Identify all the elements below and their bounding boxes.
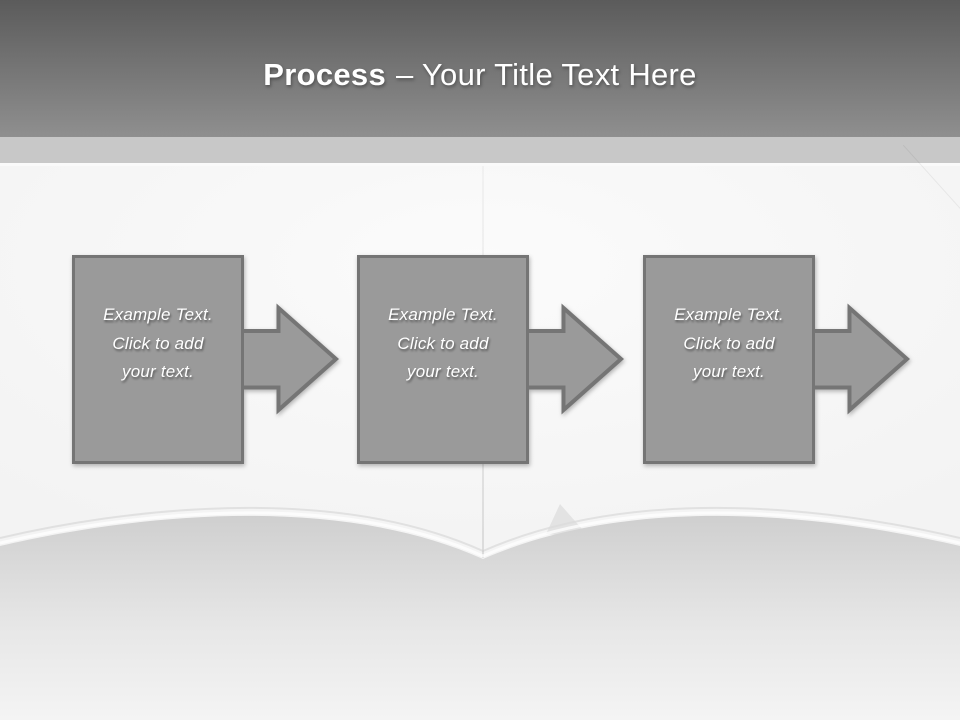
placeholder-line: Example Text.	[388, 305, 498, 324]
step-2-text-placeholder[interactable]: Example Text. Click to add your text.	[367, 301, 519, 387]
arrow-right-shape[interactable]	[806, 303, 911, 415]
placeholder-line: Click to add	[397, 333, 489, 353]
step-1-text-placeholder[interactable]: Example Text. Click to add your text.	[82, 301, 234, 387]
step-2-shape	[357, 255, 625, 464]
page-surface	[0, 515, 960, 720]
header-divider-strip	[0, 137, 960, 166]
placeholder-line: your text.	[407, 362, 479, 381]
placeholder-line: Example Text.	[674, 305, 784, 324]
process-step-2[interactable]: Example Text. Click to add your text.	[357, 255, 627, 470]
placeholder-line: your text.	[693, 362, 765, 381]
placeholder-line: Example Text.	[103, 305, 213, 324]
title-bar: Process– Your Title Text Here	[0, 0, 960, 137]
placeholder-line: Click to add	[683, 333, 775, 353]
step-box-shape[interactable]	[72, 255, 244, 464]
under-page-edge-curve	[0, 506, 960, 553]
process-step-1[interactable]: Example Text. Click to add your text.	[72, 255, 342, 470]
step-3-shape	[643, 255, 911, 464]
arrow-right-shape[interactable]	[520, 303, 625, 415]
step-3-text-placeholder[interactable]: Example Text. Click to add your text.	[653, 301, 805, 387]
process-step-3[interactable]: Example Text. Click to add your text.	[643, 255, 913, 470]
step-box-shape[interactable]	[357, 255, 529, 464]
slide-title-keyword: Process	[263, 56, 387, 92]
arrow-right-shape[interactable]	[235, 303, 340, 415]
step-1-shape	[72, 255, 340, 464]
slide-title-subtitle: – Your Title Text Here	[396, 56, 697, 92]
placeholder-line: Click to add	[112, 333, 204, 353]
step-box-shape[interactable]	[643, 255, 815, 464]
open-book-graphic	[0, 504, 960, 720]
placeholder-line: your text.	[122, 362, 194, 381]
slide-title[interactable]: Process– Your Title Text Here	[263, 57, 696, 93]
page-highlight-curve	[0, 511, 960, 558]
